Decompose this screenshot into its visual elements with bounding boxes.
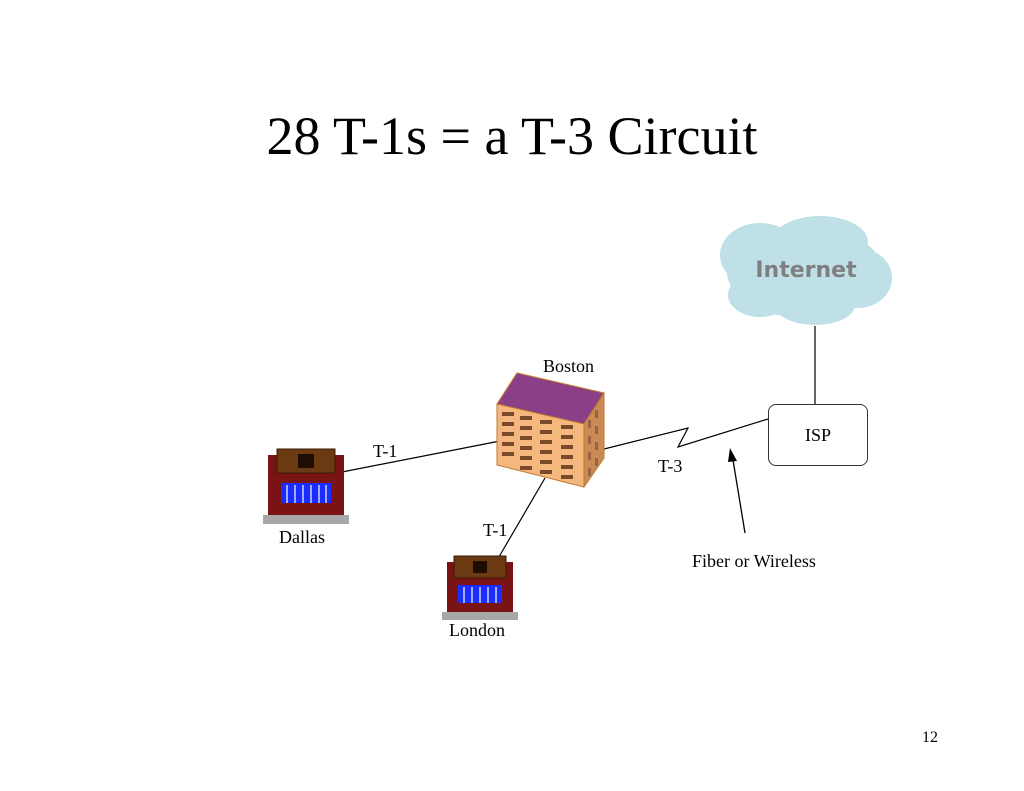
slide-title: 28 T-1s = a T-3 Circuit: [266, 106, 758, 166]
internet-cloud-icon: [720, 216, 892, 325]
dallas-building-icon: [263, 448, 349, 524]
fiber-wireless-label: Fiber or Wireless: [692, 551, 816, 571]
page-number: 12: [922, 729, 938, 746]
boston-building-icon: [496, 372, 605, 489]
london-label: London: [449, 620, 505, 640]
link-dallas-boston: [341, 440, 501, 473]
boston-label: Boston: [543, 356, 595, 376]
t1-london-label: T-1: [483, 520, 508, 540]
dallas-label: Dallas: [279, 527, 325, 547]
isp-node: ISP: [768, 404, 868, 466]
annotation-arrow: [732, 459, 746, 534]
t3-label: T-3: [658, 456, 683, 476]
t1-dallas-label: T-1: [373, 441, 398, 461]
link-boston-isp-t3: [603, 418, 769, 450]
link-london-boston: [495, 477, 546, 563]
isp-label: ISP: [804, 424, 831, 445]
internet-label: Internet: [755, 258, 857, 283]
arrowhead: [728, 448, 737, 462]
london-building-icon: [442, 555, 518, 620]
